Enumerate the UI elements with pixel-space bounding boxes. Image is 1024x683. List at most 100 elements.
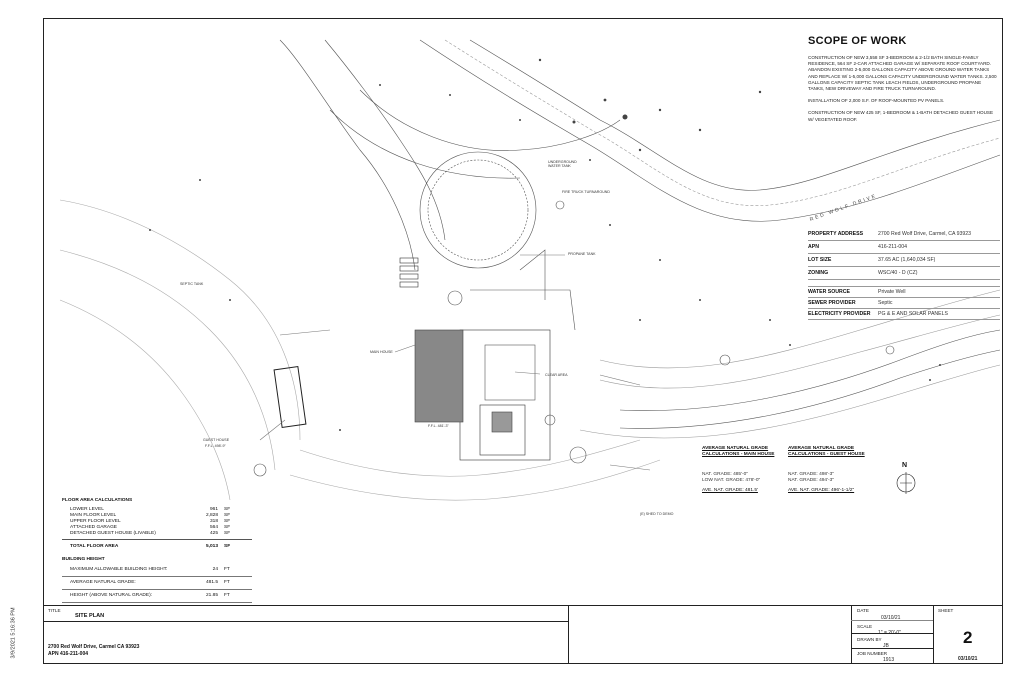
scale-label: SCALE bbox=[857, 624, 873, 629]
property-row: PROPERTY ADDRESS 2700 Red Wolf Drive, Car… bbox=[808, 228, 1000, 241]
building-height-row: Average Natural Grade:481.5FT bbox=[62, 577, 252, 590]
grade-calc-main: AVERAGE NATURAL GRADE CALCULATIONS - MAI… bbox=[702, 446, 774, 494]
building-height-label: Maximum Allowable Building Height: bbox=[70, 567, 168, 573]
grade-guest-heading-2: CALCULATIONS - GUEST HOUSE bbox=[788, 452, 865, 457]
title-block-divider bbox=[851, 648, 933, 649]
floor-area-value: 318 bbox=[209, 518, 218, 524]
utility-value: Septic bbox=[878, 300, 893, 306]
grade-main-line-2: LOW NAT. GRADE: 478'-0" bbox=[702, 478, 761, 483]
floor-area-label: Lower Level bbox=[70, 506, 104, 512]
property-value: 416-211-004 bbox=[878, 244, 908, 250]
driveway-east bbox=[619, 329, 1001, 411]
turnaround-outer bbox=[419, 151, 537, 269]
property-value: 2700 Red Wolf Drive, Carmel, CA 93923 bbox=[878, 231, 972, 237]
title-block: TITLE SITE PLAN 2700 Red Wolf Drive, Car… bbox=[43, 605, 1003, 664]
building-height-label: Height (Above Natural Grade): bbox=[70, 593, 153, 599]
title-block-divider bbox=[933, 606, 934, 663]
guest-house-label: GUEST HOUSE bbox=[203, 438, 230, 442]
building-height-label: Average Natural Grade: bbox=[70, 580, 136, 586]
job-number-value: 1913 bbox=[883, 657, 895, 663]
building-height-value: 481.5 bbox=[205, 580, 218, 586]
floor-area-unit: SF bbox=[224, 525, 231, 531]
septic-label: SEPTIC TANK bbox=[180, 282, 204, 286]
tree-3 bbox=[253, 463, 267, 477]
grade-guest-average: AVE. NAT. GRADE: 496'-1-1/2" bbox=[788, 488, 855, 493]
property-value: WSC/40 - D (CZ) bbox=[878, 270, 918, 276]
leader-6 bbox=[279, 329, 331, 336]
drawn-by-label: DRAWN BY bbox=[857, 637, 882, 642]
date-label: DATE bbox=[857, 608, 869, 613]
floor-area-row: Upper Floor Level318SF bbox=[62, 518, 252, 524]
existing-shed-label: (E) SHED TO DEMO bbox=[640, 512, 674, 516]
ffl-main-label: F.F.L. 481'-3" bbox=[428, 424, 449, 428]
pv-array-3 bbox=[399, 273, 419, 280]
scope-para-3: CONSTRUCTION OF NEW 425 SF, 1-BEDROOM & … bbox=[808, 110, 994, 122]
tree-6 bbox=[885, 345, 895, 355]
turnaround-label: FIRE TRUCK TURNAROUND bbox=[562, 190, 610, 194]
pv-array-2 bbox=[399, 265, 419, 272]
project-apn: APN 416-211-004 bbox=[48, 651, 89, 657]
north-label: N bbox=[902, 462, 908, 469]
leader-3 bbox=[609, 464, 651, 471]
sheet-date: 03/10/21 bbox=[958, 656, 978, 662]
driveway-east-2 bbox=[619, 349, 1001, 429]
drawn-by-value: JB bbox=[883, 643, 889, 649]
floor-area-unit: SF bbox=[224, 531, 231, 537]
tree-4 bbox=[555, 200, 565, 210]
courtyard-outline bbox=[484, 344, 536, 401]
grade-guest-heading-1: AVERAGE NATURAL GRADE bbox=[788, 446, 855, 451]
contour-mid-1 bbox=[299, 439, 641, 477]
driveway-curve-2 bbox=[324, 39, 446, 241]
building-height-title: BUILDING HEIGHT bbox=[62, 556, 105, 562]
turnaround-inner bbox=[427, 159, 529, 261]
grade-calc-guest: AVERAGE NATURAL GRADE CALCULATIONS - GUE… bbox=[788, 446, 865, 494]
guest-house-footprint bbox=[273, 366, 307, 428]
building-height-unit: FT bbox=[224, 593, 230, 599]
floor-area-row: Lower Level 961 SF bbox=[62, 506, 252, 512]
sheet-label: SHEET bbox=[938, 608, 954, 613]
contour-west-3 bbox=[59, 299, 231, 501]
road-centerline bbox=[444, 39, 1001, 206]
floor-area-calculations: FLOOR AREA CALCULATIONS Lower Level961SF… bbox=[62, 498, 252, 603]
property-key: PROPERTY ADDRESS bbox=[808, 231, 864, 237]
propane-label: PROPANE TANK bbox=[568, 252, 596, 256]
floor-area-unit: SF bbox=[224, 512, 231, 518]
grade-main-heading-2: CALCULATIONS - MAIN HOUSE bbox=[702, 452, 775, 457]
water-tank-label: UNDERGROUND WATER TANK bbox=[548, 160, 577, 169]
job-number-label: JOB NUMBER bbox=[857, 651, 888, 656]
property-info-table: PROPERTY ADDRESS 2700 Red Wolf Drive, Car… bbox=[808, 228, 1000, 320]
title-block-divider bbox=[43, 621, 568, 622]
tree-1 bbox=[447, 290, 463, 306]
site-wall bbox=[470, 289, 576, 331]
floor-area-unit: SF bbox=[224, 506, 231, 512]
utility-value: Private Well bbox=[878, 289, 906, 295]
main-house-deck bbox=[459, 329, 551, 461]
ffl-guest-label: F.F.L. 498'-9" bbox=[205, 444, 226, 448]
main-house-roof bbox=[414, 329, 464, 423]
tree-7 bbox=[544, 414, 556, 426]
property-key: ZONING bbox=[808, 270, 829, 276]
ramp-wall bbox=[519, 249, 546, 300]
floor-area-total-label: TOTAL FLOOR AREA bbox=[70, 544, 119, 550]
building-height-value: 24 bbox=[212, 567, 218, 573]
date-value: 03/10/21 bbox=[881, 615, 901, 621]
floor-area-total-unit: SF bbox=[224, 544, 231, 550]
contour-3 bbox=[579, 364, 1001, 439]
floor-area-value: 961 bbox=[209, 506, 218, 512]
leader-7 bbox=[259, 419, 286, 441]
driveway-curve bbox=[279, 39, 416, 271]
property-spacer bbox=[808, 280, 1000, 287]
north-arrow bbox=[900, 472, 912, 494]
scope-para-2: INSTALLATION OF 2,000 S.F. OF ROOF-MOUNT… bbox=[808, 98, 945, 104]
utility-value: PG & E AND SOLAR PANELS bbox=[878, 311, 948, 317]
driveway-to-road-2 bbox=[329, 109, 521, 179]
title-block-divider bbox=[851, 606, 852, 663]
